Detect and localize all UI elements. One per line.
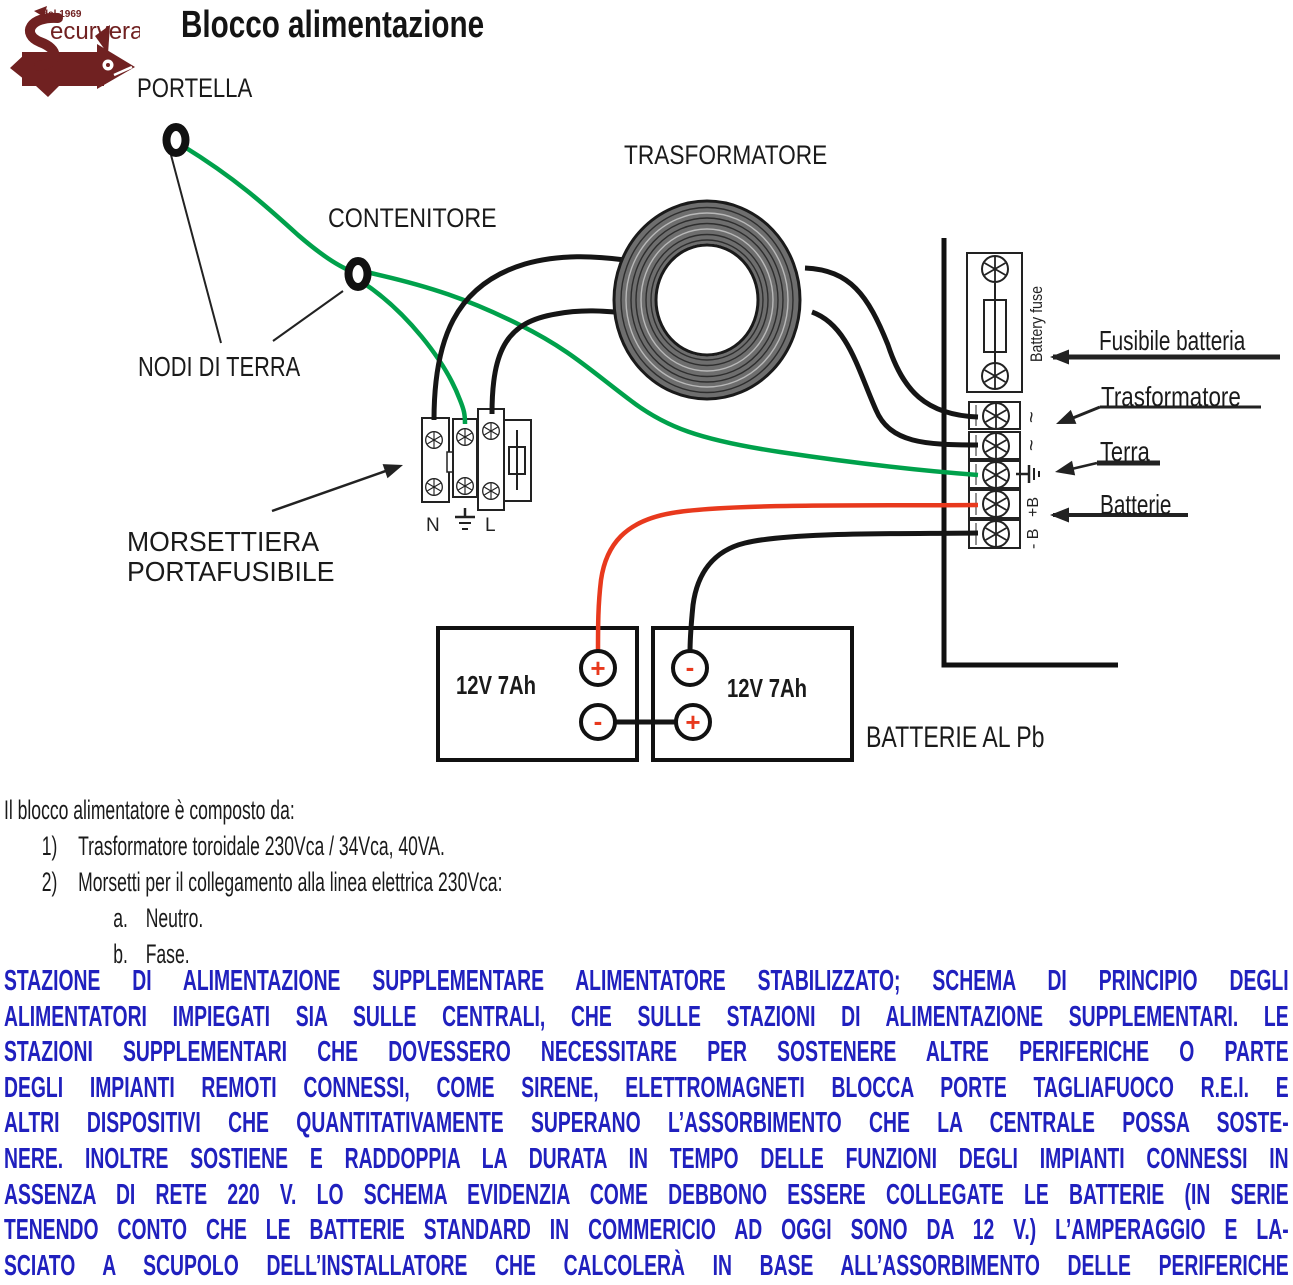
item2-number: 2)	[41, 867, 58, 897]
nodi-di-terra-label: NODI DI TERRA	[138, 351, 301, 382]
morsettiera-fuse-symbol	[508, 446, 526, 475]
pointer-line-node1	[170, 154, 222, 344]
battery1-plus-sign: +	[590, 653, 605, 683]
battery-1-label: 12V 7Ah	[456, 670, 537, 700]
logo-brand: ecurvera	[50, 18, 140, 45]
securvera-logo: dal 1969 ecurvera	[10, 6, 140, 97]
logo-head-icon	[97, 44, 135, 89]
morsettiera-label-line1: MORSETTIERA	[127, 526, 320, 557]
logo-tail-icon	[10, 54, 25, 80]
battery-fuse-label: Battery fuse	[1027, 286, 1046, 362]
mains-wires	[431, 254, 626, 421]
minus-b-terminal-label: - B	[1025, 529, 1042, 549]
neutral-terminal-label: N	[426, 515, 440, 536]
battery2-plus-sign: +	[685, 707, 700, 737]
note-line: ASSENZA DI RETE 220 V. LO SCHEMA EVIDENZ…	[4, 1178, 1289, 1211]
morsettiera-arrowhead-icon	[382, 457, 406, 479]
trasformatore-label: TRASFORMATORE	[624, 140, 828, 170]
logo-since: dal 1969	[42, 9, 82, 20]
morsettiera-label-line2: PORTAFUSIBILE	[127, 556, 335, 587]
battery-2-label: 12V 7Ah	[727, 673, 808, 703]
batterie-arrowhead-icon	[1050, 507, 1069, 523]
trasformatore-callout: Trasformatore	[1101, 381, 1241, 412]
morsettiera-blocks	[421, 408, 532, 511]
ac-terminal-label-2: ~	[1021, 439, 1043, 451]
item1-text: Trasformatore toroidale 230Vca / 34Vca, …	[78, 831, 445, 861]
battery-positive-wire	[595, 502, 979, 655]
fusibile-arrowhead-icon	[1050, 349, 1069, 365]
description-intro: Il blocco alimentatore è composto da:	[4, 795, 295, 825]
battery-negative-wire	[687, 530, 979, 654]
terra-callout: Terra	[1100, 436, 1150, 467]
item2a-number: a.	[113, 903, 128, 933]
item1-number: 1)	[41, 831, 58, 861]
batterie-al-pb-label: BATTERIE AL Pb	[866, 721, 1045, 754]
fusibile-batteria-callout: Fusibile batteria	[1099, 325, 1246, 356]
note-line: ALIMENTATORI IMPIEGATI SIA SULLE CENTRAL…	[4, 1000, 1289, 1033]
earth-symbol-icon	[455, 508, 475, 530]
morsettiera-label: MORSETTIERA PORTAFUSIBILE	[127, 527, 334, 587]
secondary-wires	[804, 265, 979, 448]
logo-ear-icon	[95, 25, 110, 54]
battery1-minus-sign: -	[594, 706, 603, 736]
morsettiera-arrow-line	[271, 465, 398, 513]
batterie-callout: Batterie	[1100, 489, 1172, 520]
ac-terminal-label-1: ~	[1021, 411, 1043, 423]
portella-label: PORTELLA	[137, 73, 253, 103]
trasformatore-arrowhead-icon	[1053, 409, 1077, 431]
ground-node-1	[162, 123, 190, 157]
item2-text: Morsetti per il collegamento alla linea …	[78, 867, 503, 897]
item2a-text: Neutro.	[145, 903, 204, 933]
note-line: NERE. INOLTRE SOSTIENE E RADDOPPIA LA DU…	[4, 1142, 1289, 1175]
note-line: STAZIONE DI ALIMENTAZIONE SUPPLEMENTARE …	[4, 965, 1289, 997]
logo-mouth-icon	[113, 65, 133, 77]
terra-arrowhead-icon	[1053, 460, 1076, 480]
earth-wires	[181, 144, 979, 478]
item2b-text: Fase.	[145, 939, 190, 969]
page-title: Blocco alimentazione	[181, 4, 485, 46]
pointer-line-node2	[272, 290, 344, 342]
item2b-number: b.	[113, 939, 128, 969]
line-terminal-label: L	[485, 515, 496, 536]
note-paragraph: STAZIONE DI ALIMENTAZIONE SUPPLEMENTARE …	[4, 964, 1289, 1284]
wiring-diagram: + - - + Battery fuse ~ ~ +B - B N	[162, 123, 1280, 762]
note-line: ALTRI DISPOSITIVI CHE QUANTITATIVAMENTE …	[4, 1107, 1289, 1140]
toroid-transformer	[612, 199, 802, 401]
battery-fuse-symbol	[983, 299, 1007, 353]
note-line: DEGLI IMPIANTI REMOTI CONNESSI, COME SIR…	[4, 1071, 1289, 1104]
battery2-minus-sign: -	[686, 652, 695, 682]
logo-s-icon	[25, 12, 63, 71]
contenitore-label: CONTENITORE	[328, 203, 497, 233]
ground-node-2	[344, 257, 372, 291]
battery-terminals	[579, 649, 712, 741]
note-line: STAZIONI SUPPLEMENTARI CHE DOVESSERO NEC…	[4, 1036, 1289, 1069]
terra-terminal-symbol-icon	[1016, 465, 1040, 483]
note-line: TENENDO CONTO CHE LE BATTERIE STANDARD I…	[4, 1214, 1289, 1247]
logo-pupil-icon	[106, 63, 110, 67]
plus-b-terminal-label: +B	[1025, 497, 1042, 517]
description-list: Il blocco alimentatore è composto da: 1)…	[4, 795, 1239, 975]
panel-edge-line	[941, 238, 1118, 668]
note-line: SCIATO A SCUPOLO DELL’INSTALLATORE CHE C…	[4, 1249, 1289, 1282]
